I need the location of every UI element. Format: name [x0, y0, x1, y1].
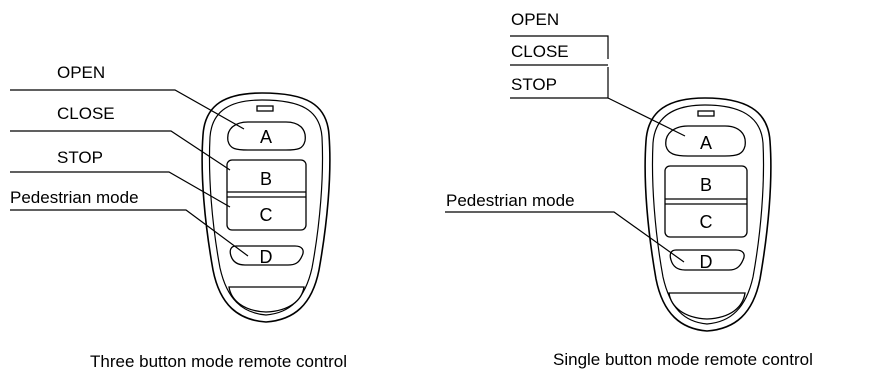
right-led-indicator — [697, 110, 715, 117]
right-button-a[interactable] — [665, 125, 746, 157]
left-led-indicator — [256, 105, 274, 112]
right-remote: A B C D OPEN CLOSE STOP Pedestrian mode … — [445, 10, 813, 369]
left-label-pedestrian: Pedestrian mode — [10, 188, 139, 207]
right-button-d[interactable] — [669, 249, 745, 271]
right-remote-inner-outline — [651, 104, 765, 325]
left-button-d[interactable] — [229, 245, 304, 266]
left-caption: Three button mode remote control — [90, 352, 347, 371]
right-button-d-label: D — [700, 252, 713, 272]
right-button-c-label: C — [700, 212, 713, 232]
left-button-a-label: A — [260, 127, 272, 147]
left-label-stop: STOP — [57, 148, 103, 167]
right-label-stop: STOP — [511, 75, 557, 94]
left-label-close: CLOSE — [57, 104, 115, 123]
right-button-bc-block — [664, 165, 748, 238]
right-label-open: OPEN — [511, 10, 559, 29]
left-label-open: OPEN — [57, 63, 105, 82]
left-button-a[interactable] — [227, 121, 306, 151]
right-label-close: CLOSE — [511, 42, 569, 61]
left-button-bc-block — [226, 159, 307, 231]
right-button-b-label: B — [700, 175, 712, 195]
right-caption: Single button mode remote control — [553, 350, 813, 369]
left-remote-inner-outline — [208, 99, 324, 316]
right-button-a-label: A — [700, 133, 712, 153]
left-button-c-label: C — [260, 205, 273, 225]
right-bottom-slot — [668, 292, 746, 320]
left-remote: A B C D OPEN CLOSE STOP Pedestrian mode … — [10, 63, 347, 371]
left-bottom-slot — [228, 286, 305, 313]
left-button-b-label: B — [260, 169, 272, 189]
left-button-d-label: D — [260, 247, 273, 267]
right-label-pedestrian: Pedestrian mode — [446, 191, 575, 210]
